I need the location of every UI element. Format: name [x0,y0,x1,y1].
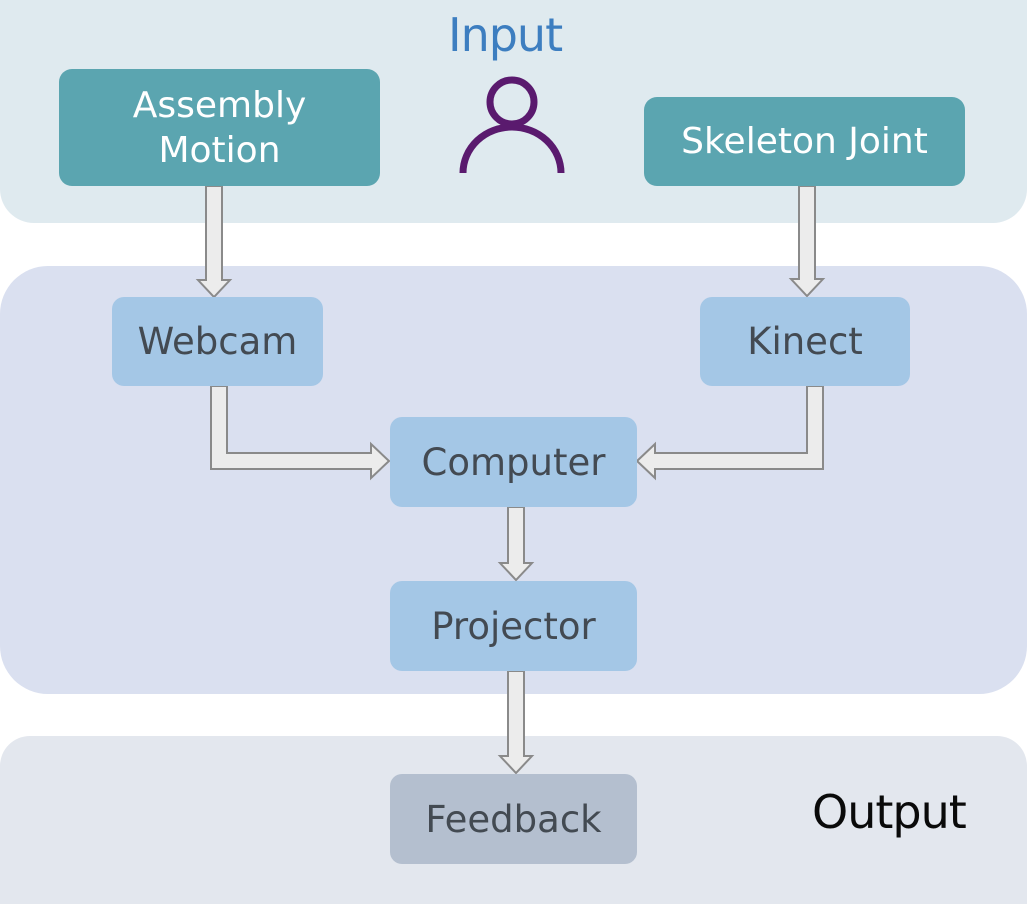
node-feedback: Feedback [390,774,637,864]
node-feedback-label: Feedback [425,797,602,841]
arrow-assembly-to-webcam [195,185,233,299]
output-title: Output [812,785,967,839]
node-skeleton-joint-label: Skeleton Joint [681,121,928,162]
node-assembly-motion-label: Assembly Motion [132,84,307,171]
arrow-skeleton-to-kinect [788,185,826,298]
node-assembly-motion: Assembly Motion [59,69,380,186]
node-projector: Projector [390,581,637,671]
node-kinect: Kinect [700,297,910,386]
arrow-projector-to-feedback [497,670,535,775]
node-computer-label: Computer [421,440,606,484]
node-webcam-label: Webcam [137,320,298,363]
input-title: Input [448,8,563,62]
arrow-computer-to-projector [497,506,535,582]
node-projector-label: Projector [431,604,596,648]
node-webcam: Webcam [112,297,323,386]
node-kinect-label: Kinect [747,320,863,363]
arrow-webcam-to-computer [210,385,391,481]
arrow-kinect-to-computer [635,385,824,481]
node-skeleton-joint: Skeleton Joint [644,97,965,186]
node-computer: Computer [390,417,637,507]
person-icon [459,76,565,174]
